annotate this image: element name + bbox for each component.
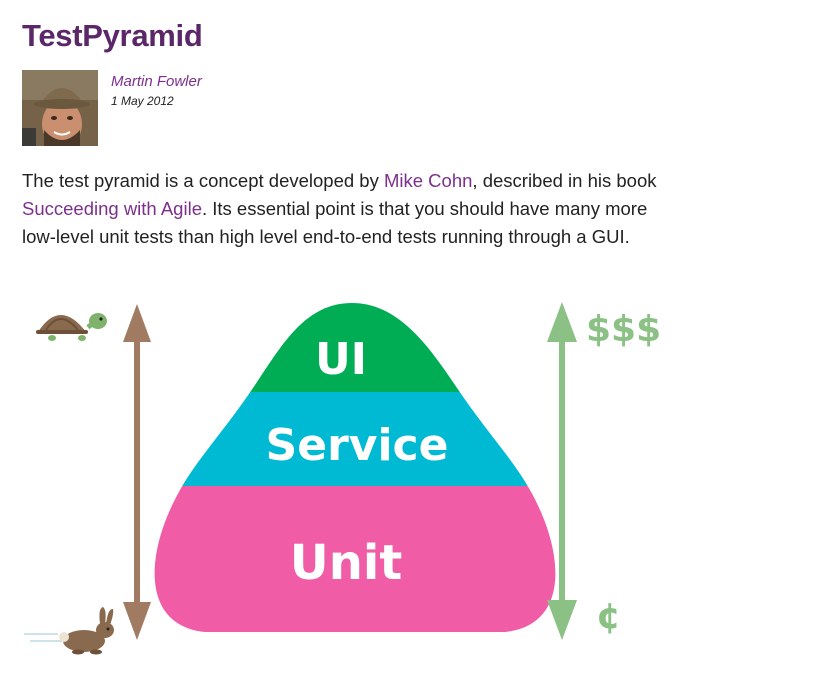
unit-layer-label: Unit: [290, 535, 403, 591]
intro-text: , described in his book: [472, 170, 657, 191]
intro-text: The test pyramid is a concept developed …: [22, 170, 384, 191]
post-date: 1 May 2012: [111, 94, 174, 108]
intro-paragraph: The test pyramid is a concept developed …: [22, 167, 672, 251]
page-title: TestPyramid: [22, 18, 203, 53]
succeeding-with-agile-link[interactable]: Succeeding with Agile: [22, 198, 202, 219]
author-avatar[interactable]: [22, 70, 98, 146]
intro-text: . Its essential point is that you should…: [22, 198, 648, 247]
mike-cohn-link[interactable]: Mike Cohn: [383, 170, 473, 191]
service-layer-label: Service: [266, 420, 449, 471]
author-link[interactable]: Martin Fowler: [111, 73, 202, 90]
cost-high-label: $$$: [586, 309, 661, 350]
cost-low-label: ¢: [596, 596, 621, 637]
cost-arrow: [547, 302, 577, 640]
speed-arrow: [123, 304, 151, 640]
ui-layer-label: UI: [315, 334, 367, 385]
turtle-icon: [36, 313, 107, 341]
test-pyramid-diagram: UI Service Unit $$$ ¢: [24, 302, 661, 655]
author-photo-image: [22, 70, 98, 146]
unit-layer: [154, 486, 556, 632]
rabbit-icon: [24, 607, 114, 655]
